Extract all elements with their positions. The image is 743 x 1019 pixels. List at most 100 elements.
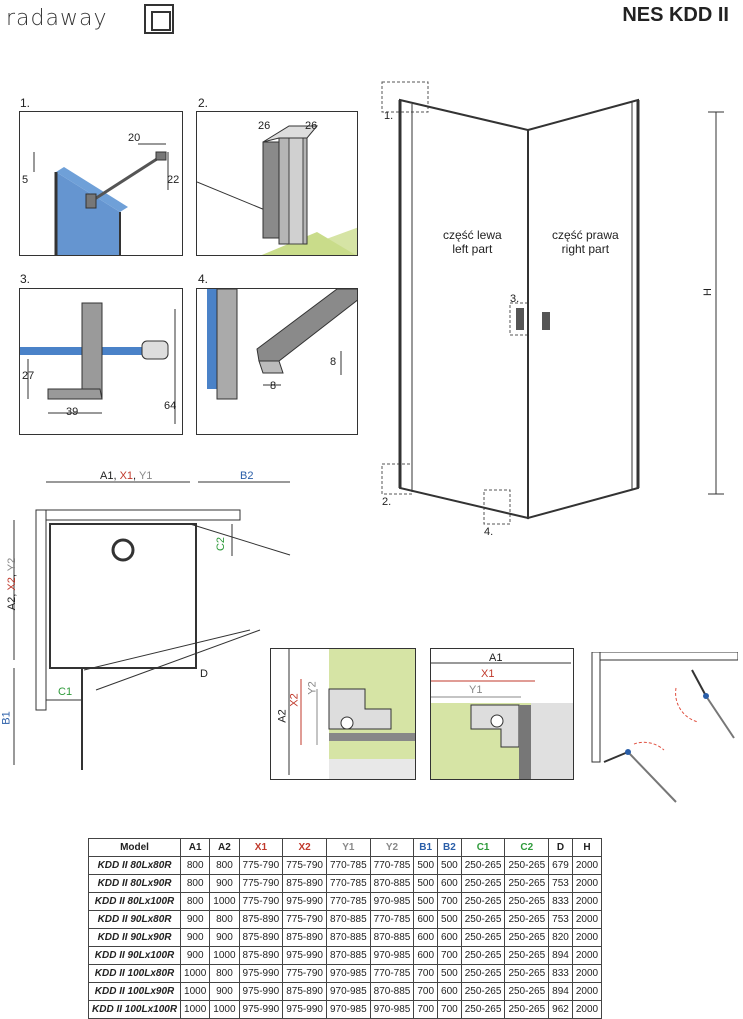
table-cell: 500	[413, 874, 439, 893]
dim-39: 39	[66, 406, 79, 418]
column-header: A2	[209, 838, 240, 857]
table-cell: 770-785	[325, 856, 371, 875]
table-cell: 500	[413, 856, 439, 875]
table-cell: 875-890	[282, 928, 327, 947]
table-cell: 833	[548, 964, 573, 983]
table-cell: 1000	[180, 964, 211, 983]
table-cell: 875-890	[238, 928, 284, 947]
front-marker-4: 4.	[484, 526, 494, 538]
table-cell: 250-265	[504, 982, 550, 1001]
column-header: Model	[87, 838, 182, 857]
table-cell: 2000	[571, 982, 603, 1001]
plan-top-dimension: A1, X1, Y1	[100, 470, 152, 482]
table-cell: 970-985	[325, 1000, 371, 1019]
x1-label: X1	[119, 470, 134, 482]
height-label: H	[701, 288, 714, 296]
table-cell: 800	[209, 856, 240, 875]
model-cell: KDD II 80Lx80R	[87, 856, 182, 875]
detail-4-number: 4.	[198, 272, 209, 286]
detail-3-panel	[19, 288, 183, 435]
plan-side-dimension: A2, X2, Y2	[6, 558, 18, 610]
right-part-en: right part	[561, 242, 610, 256]
table-cell: 875-890	[282, 874, 327, 893]
table-cell: 900	[180, 910, 211, 929]
table-cell: 894	[548, 946, 573, 965]
left-part-pl: część lewa	[443, 228, 502, 242]
table-cell: 500	[437, 856, 462, 875]
table-cell: 775-790	[238, 892, 284, 911]
table-cell: 600	[437, 928, 462, 947]
table-cell: 250-265	[504, 856, 550, 875]
c2-label: C2	[215, 536, 228, 552]
table-cell: 679	[548, 856, 573, 875]
column-header: X1	[238, 838, 284, 857]
door-swing-diagram	[591, 652, 738, 803]
table-cell: 775-790	[282, 856, 327, 875]
table-cell: 770-785	[369, 856, 415, 875]
table-cell: 970-985	[369, 892, 415, 911]
y1-label: Y1	[138, 470, 153, 482]
front-marker-2: 2.	[382, 496, 392, 508]
table-cell: 770-785	[325, 892, 371, 911]
table-cell: 753	[548, 910, 573, 929]
table-cell: 770-785	[369, 964, 415, 983]
dim-27: 27	[22, 370, 35, 382]
table-cell: 2000	[571, 964, 603, 983]
table-cell: 250-265	[460, 892, 506, 911]
table-cell: 775-790	[238, 856, 284, 875]
table-cell: 975-990	[282, 1000, 327, 1019]
table-cell: 1000	[209, 892, 240, 911]
zoom-y2-label: Y2	[306, 681, 319, 695]
table-cell: 700	[437, 1000, 462, 1019]
d-label: D	[200, 668, 208, 680]
table-cell: 1000	[209, 946, 240, 965]
table-cell: 1000	[209, 1000, 240, 1019]
a2-label: A2,	[6, 590, 19, 611]
table-cell: 970-985	[369, 1000, 415, 1019]
column-header: X2	[282, 838, 327, 857]
plan-view-diagram	[13, 481, 291, 770]
table-cell: 900	[209, 874, 240, 893]
table-cell: 894	[548, 982, 573, 1001]
b2-label: B2	[240, 470, 254, 482]
dim-64: 64	[164, 400, 177, 412]
zoom-right-panel	[430, 648, 574, 780]
table-cell: 900	[180, 928, 211, 947]
table-cell: 875-890	[238, 910, 284, 929]
table-cell: 250-265	[504, 964, 550, 983]
column-header: B1	[413, 838, 439, 857]
c1-label: C1	[58, 686, 73, 698]
brand-wordmark: radaway	[6, 6, 108, 31]
dim-26-left: 26	[258, 120, 271, 132]
a1-label: A1,	[100, 470, 120, 482]
table-cell: 975-990	[282, 892, 327, 911]
sep-1: ,	[133, 470, 139, 482]
detail-2-panel	[196, 111, 358, 256]
handle-diagram	[20, 302, 176, 424]
table-cell: 2000	[571, 892, 603, 911]
table-cell: 2000	[571, 856, 603, 875]
table-cell: 500	[437, 910, 462, 929]
wall-bracket-diagram	[33, 143, 169, 255]
table-cell: 2000	[571, 928, 603, 947]
table-cell: 800	[180, 856, 211, 875]
zoom-right-diagram	[431, 662, 573, 779]
table-cell: 700	[413, 964, 439, 983]
model-cell: KDD II 100Lx80R	[87, 964, 182, 983]
model-cell: KDD II 100Lx90R	[87, 982, 182, 1001]
table-cell: 250-265	[460, 910, 506, 929]
profile-section-diagram	[197, 125, 357, 255]
table-cell: 600	[437, 874, 462, 893]
table-cell: 962	[548, 1000, 573, 1019]
column-header: Y1	[325, 838, 371, 857]
table-cell: 833	[548, 892, 573, 911]
table-cell: 250-265	[460, 928, 506, 947]
table-cell: 700	[413, 1000, 439, 1019]
table-cell: 875-890	[238, 946, 284, 965]
